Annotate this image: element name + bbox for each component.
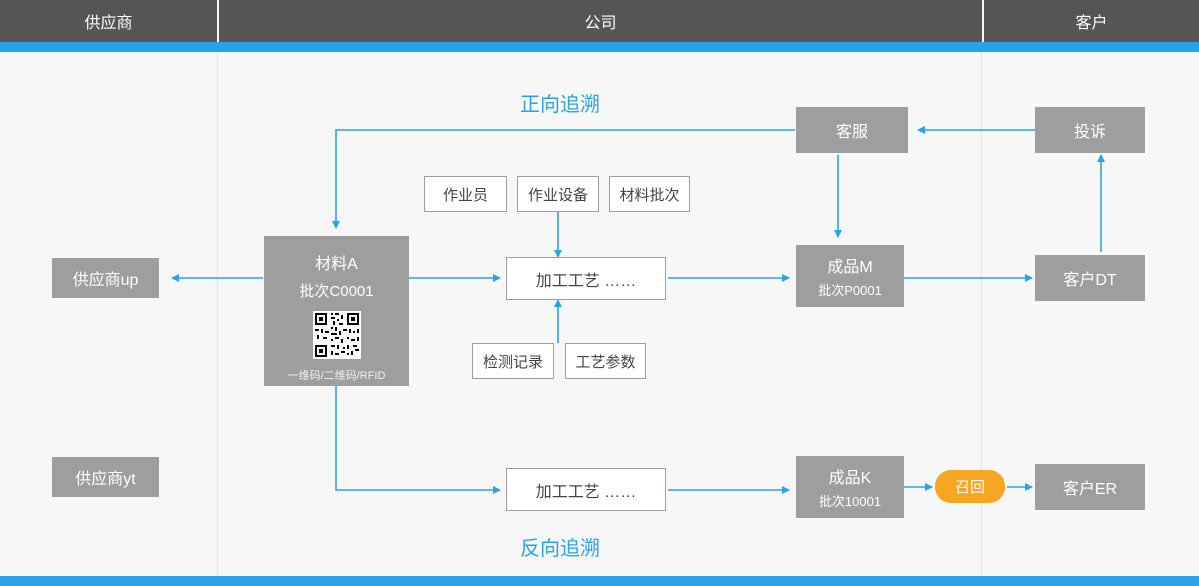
qr-code-icon [312, 311, 361, 359]
node-supplier-up-label: 供应商up [72, 272, 139, 289]
node-supplier-yt[interactable]: 供应商yt [52, 457, 159, 497]
header-supplier: 供应商 [0, 0, 217, 51]
node-operator[interactable]: 作业员 [424, 176, 507, 212]
top-accent-bar [0, 42, 1199, 52]
backward-trace-title: 反向追溯 [520, 538, 600, 560]
header-company: 公司 [219, 0, 982, 51]
node-customer-dt[interactable]: 客户DT [1035, 255, 1145, 301]
node-customer-er-label: 客户ER [1062, 481, 1118, 498]
node-operator-label: 作业员 [442, 186, 488, 204]
node-equipment-label: 作业设备 [527, 186, 588, 204]
node-process-bottom-label: 加工工艺 …… [535, 483, 637, 501]
node-inspection-record[interactable]: 检测记录 [472, 343, 554, 379]
node-process-top[interactable]: 加工工艺 …… [506, 257, 666, 300]
forward-trace-title: 正向追溯 [520, 94, 600, 116]
node-finished-m[interactable]: 成品M 批次P0001 [796, 245, 904, 307]
lane-separator-2 [981, 52, 982, 576]
lane-separator-1 [217, 52, 218, 576]
node-process-param-label: 工艺参数 [575, 353, 636, 371]
node-finished-k-title: 成品K [828, 470, 872, 487]
bottom-accent-bar [0, 576, 1199, 586]
header-supplier-label: 供应商 [84, 15, 133, 32]
node-complaint[interactable]: 投诉 [1035, 107, 1145, 153]
node-process-param[interactable]: 工艺参数 [565, 343, 646, 379]
node-material-a[interactable]: 材料A 批次C0001 一维码 [264, 236, 409, 386]
node-finished-m-batch: 批次P0001 [818, 283, 882, 298]
node-material-a-code: 一维码/二维码/RFID [287, 370, 386, 382]
header-customer: 客户 [984, 0, 1199, 51]
node-customer-er[interactable]: 客户ER [1035, 464, 1145, 510]
node-process-top-label: 加工工艺 …… [535, 272, 637, 290]
node-material-lot[interactable]: 材料批次 [609, 176, 690, 212]
node-material-lot-label: 材料批次 [619, 186, 680, 204]
node-supplier-yt-label: 供应商yt [75, 471, 136, 488]
header-customer-label: 客户 [1075, 15, 1108, 32]
node-recall-label: 召回 [954, 479, 985, 496]
node-supplier-up[interactable]: 供应商up [52, 258, 159, 298]
node-customer-service[interactable]: 客服 [796, 107, 908, 153]
node-inspection-record-label: 检测记录 [482, 353, 543, 371]
node-recall-badge[interactable]: 召回 [935, 470, 1005, 503]
header-company-label: 公司 [584, 15, 617, 32]
node-finished-k[interactable]: 成品K 批次10001 [796, 456, 904, 518]
node-material-a-title: 材料A [315, 256, 358, 273]
lane-header: 供应商 公司 客户 [0, 0, 1199, 51]
node-material-a-batch: 批次C0001 [299, 283, 374, 300]
node-finished-m-title: 成品M [827, 259, 873, 276]
node-customer-dt-label: 客户DT [1063, 272, 1117, 289]
node-complaint-label: 投诉 [1073, 124, 1106, 141]
node-equipment[interactable]: 作业设备 [517, 176, 599, 212]
node-process-bottom[interactable]: 加工工艺 …… [506, 468, 666, 511]
node-customer-service-label: 客服 [835, 124, 868, 141]
node-finished-k-batch: 批次10001 [818, 494, 882, 509]
